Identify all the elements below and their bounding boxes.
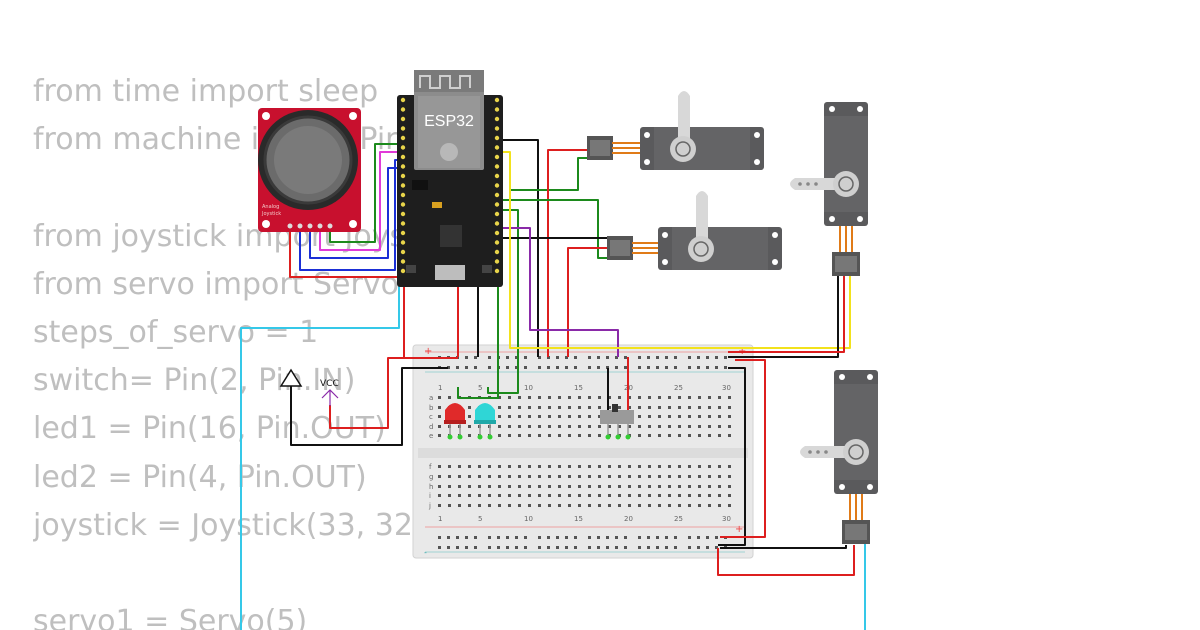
- breadboard[interactable]: + + - + 1 5 10 15 20 25 30 1 5 10 15 20 …: [412, 344, 754, 559]
- esp32-board[interactable]: ESP32: [397, 70, 503, 287]
- bb-col-number: 5: [478, 515, 482, 523]
- wire-red[interactable]: [567, 247, 612, 357]
- bb-col-number: 25: [674, 384, 683, 392]
- bb-col-number: 10: [524, 515, 533, 523]
- wire-green[interactable]: [500, 199, 612, 259]
- bb-row-letter: d: [429, 423, 433, 431]
- wire-yellow[interactable]: [500, 151, 851, 349]
- bb-row-letter: i: [429, 492, 431, 500]
- joystick-module[interactable]: Analog Joystick: [258, 108, 361, 232]
- wire-green[interactable]: [329, 143, 404, 243]
- svg-text:-: -: [424, 548, 427, 557]
- servo-3[interactable]: [790, 102, 868, 276]
- bb-row-letter: c: [429, 413, 433, 421]
- wire-red[interactable]: [717, 545, 855, 576]
- joystick-label: Analog: [262, 204, 279, 210]
- joystick-label: Joystick: [261, 211, 281, 217]
- code-line: from servo import Servo: [33, 266, 399, 302]
- wire-red[interactable]: [720, 359, 766, 538]
- bb-col-number: 5: [478, 384, 482, 392]
- breadboard-holes: [438, 356, 731, 549]
- wire-red[interactable]: [547, 149, 592, 357]
- bb-row-letter: h: [429, 483, 433, 491]
- bb-col-number: 30: [722, 384, 731, 392]
- wire-black[interactable]: [720, 545, 847, 549]
- bb-row-letter: f: [429, 463, 432, 471]
- wire-red[interactable]: [289, 222, 459, 357]
- wire-black[interactable]: [290, 367, 448, 446]
- wire-green[interactable]: [457, 270, 499, 399]
- bb-col-number: 20: [624, 515, 633, 523]
- bb-col-number: 1: [438, 384, 442, 392]
- led-cyan[interactable]: [474, 403, 496, 440]
- bb-col-number: 10: [524, 384, 533, 392]
- code-line: led2 = Pin(4, Pin.OUT): [33, 459, 367, 495]
- bb-col-number: 15: [574, 515, 583, 523]
- esp32-label: ESP32: [424, 113, 474, 130]
- wire-purple[interactable]: [500, 227, 619, 357]
- svg-text:+: +: [424, 346, 432, 357]
- svg-text:+: +: [735, 524, 743, 535]
- bb-col-number: 30: [722, 515, 731, 523]
- slide-switch[interactable]: [600, 404, 634, 440]
- code-line: led1 = Pin(16, Pin.OUT): [33, 411, 386, 447]
- code-line: switch= Pin(2, Pin.IN): [33, 363, 356, 399]
- ground-symbol[interactable]: [279, 368, 303, 387]
- wire-black[interactable]: [728, 275, 839, 358]
- wire-cyan[interactable]: [240, 230, 400, 630]
- code-line: steps_of_servo = 1: [33, 314, 319, 350]
- servo-4[interactable]: [800, 370, 878, 544]
- wire-black[interactable]: [500, 139, 539, 357]
- bb-row-letter: b: [429, 404, 434, 412]
- wire-magenta[interactable]: [319, 151, 404, 251]
- servo-2[interactable]: [607, 191, 782, 270]
- bb-row-letter: e: [429, 432, 433, 440]
- wire-blue[interactable]: [309, 167, 404, 259]
- vcc-label: VCC: [320, 379, 339, 389]
- wires: [240, 139, 866, 630]
- bb-col-number: 25: [674, 515, 683, 523]
- code-line: servo1 = Servo(5): [33, 604, 308, 630]
- wire-red[interactable]: [329, 357, 448, 429]
- servo-1[interactable]: [587, 91, 764, 170]
- wire-green[interactable]: [487, 209, 519, 394]
- led-red[interactable]: [444, 403, 466, 440]
- bb-row-letter: g: [429, 473, 433, 481]
- bb-col-number: 15: [574, 384, 583, 392]
- wire-black[interactable]: [718, 367, 746, 546]
- code-line: from time import sleep: [33, 74, 379, 109]
- bb-row-letter: j: [428, 502, 431, 510]
- bb-row-letter: a: [429, 394, 433, 402]
- wire-green[interactable]: [510, 157, 592, 191]
- wire-red[interactable]: [728, 275, 845, 353]
- esp32-pins: [400, 97, 500, 274]
- bb-col-number: 1: [438, 515, 442, 523]
- vcc-symbol[interactable]: VCC: [320, 379, 339, 406]
